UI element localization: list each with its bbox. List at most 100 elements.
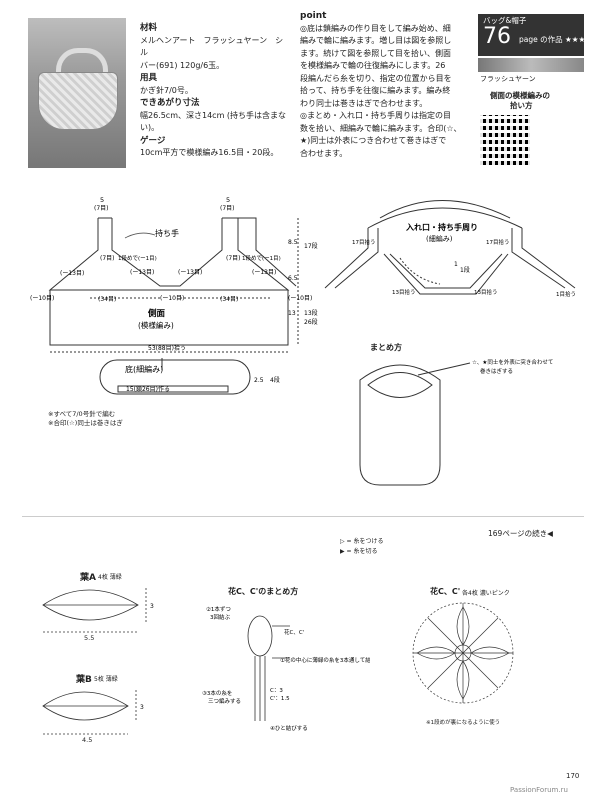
yarn-label: フラッシュヤーン [480,75,536,83]
dec-1-label: 1段めで(ー1目) [118,254,157,262]
assembly-note: C'：1.5 [270,696,290,702]
leaf-a-height: 3 [150,603,154,610]
assembly-note: 三つ編みする [208,697,241,705]
leaf-b-width: 4.5 [82,736,93,744]
bottom-height-label: 2.5 [254,377,264,384]
assembly-note: ④ひと結びする [270,724,308,732]
pick-1-label: 1目拾う [556,290,576,298]
assembly-note: ①花の中心に薄緑の糸を3本通して結ぶ [280,656,370,664]
category-label: バッグ&帽子 [483,16,527,25]
tools-heading: 用具 [140,73,158,83]
page-number: 170 [566,772,580,780]
leaf-b-diagram: 3 [42,690,144,735]
point-line: 合わせます。 [300,148,348,158]
materials-block: 材料 メルヘンアート フラッシュヤーン シル バー(691) 120g/6玉。 … [140,22,290,160]
work-number: 76 [483,24,511,49]
assembly-note: ③3本の糸を [202,689,232,697]
point-line: ◎まとめ・入れ口・持ち手周りは指定の目 [300,111,451,120]
point-line: 段編んだら糸を切り、指定の位置から目を [300,73,452,83]
note: ※すべて7/0号針で編む [48,410,116,418]
pick-13-label: 13目拾う [474,288,498,296]
edge-sub: (細編み) [426,234,453,243]
width-34-label: (34目) [98,296,116,303]
width-5-right: 5 [226,196,230,204]
bag-pattern-diagram: 持ち手 5 (7目) 5 (7目) (7目) (7目) 1段めで(ー1目) 1段… [30,196,318,395]
point-line: 編みで輪に編みます。増し目は図を参照し [300,36,452,45]
assembly-title: 花C、C'のまとめ方 [228,587,299,596]
point-title: point [300,11,327,21]
assembly-note: ②1本ずつ [206,605,231,613]
side-label: 側面 [147,308,166,319]
point-line: わり同士は巻きはぎで合わせます。 [300,98,428,108]
note: ※合印(☆)同士は巻きはぎ [48,419,123,427]
point-line: ます。続けて図を参照して目を拾い、側面 [300,48,451,58]
flower-c-diagram [412,602,514,704]
height-65-label: 6.5 [288,275,298,282]
size-line: 幅26.5cm、深さ14cm (持ち手は含まな [140,110,287,120]
point-line: 拾って、持ち手を往復に編みます。編み終 [300,86,451,95]
pick-17-label: 17目拾う [486,238,510,246]
height-13-label: 13 [288,310,296,317]
leaf-a-diagram: 3 [42,588,154,633]
dec-13-label: (ー13目) [252,269,276,276]
material-line: メルヘンアート フラッシュヤーン シル [140,35,284,58]
edge-title: 入れ口・持ち手周り [405,222,478,232]
height-26-label: 26段 [304,318,318,326]
point-line: を模様編みで輪の往復編みにします。26 [300,61,446,70]
width-7-right: (7目) [220,205,235,212]
dec-13-label: (ー13目) [130,269,154,276]
material-line: バー(691) 120g/6玉。 [140,60,225,70]
section-divider [22,516,584,517]
material-heading: 材料 [140,23,158,33]
yarn-swatch [478,58,584,72]
edge-diagram: 入れ口・持ち手周り (細編み) 17目拾う 17目拾う 13目拾う 13目拾う … [324,200,576,298]
leaf-b-title: 葉B [76,675,92,685]
bottom-rows-label: 4段 [270,376,280,384]
assembly-note: C：3 [270,688,283,694]
width-7-left: (7目) [94,205,109,212]
point-block: point ◎底は鎖編みの作り目をして編み始め、細 編みで輪に編みます。増し目は… [300,10,470,160]
qr-caption: 拾い方 [510,101,533,110]
handle-label: 持ち手 [155,228,179,238]
height-17-label: 17段 [304,242,318,250]
leaf-a-title: 葉A [80,573,96,583]
qr-code-pattern [480,115,530,165]
dec-10-label: (ー10目) [30,295,54,302]
pick-17-label: 17目拾う [352,238,376,246]
page-suffix: page の作品 ★★★ [519,35,586,44]
product-photo [28,18,126,168]
edge-one: 1 [454,261,458,268]
leaf-b-count: 5枚 薄緑 [94,676,118,683]
work-number-box [478,14,584,56]
dec-10-label: (ー10目) [288,295,312,302]
assembly-note: 花C、C' [284,628,304,636]
qr-caption: 側面の模様編みの [490,91,550,100]
width-34-label: (34目) [220,296,238,303]
point-line: ◎底は鎖編みの作り目をして編み始め、細 [300,23,451,33]
tools-line: かぎ針7/0号。 [140,85,193,95]
height-85-label: 8.5 [288,239,298,246]
finishing-diagram: ☆、★同士を外表に突き合わせて 巻きはぎする [359,358,553,486]
legend-cut: ▶ = 糸を切る [340,548,378,555]
assembly-diagram: ②1本ずつ 3回結ぶ 花C、C' ①花の中心に薄緑の糸を3本通して結ぶ ③3本の… [202,605,370,732]
rows-7-label: (7目) [226,255,241,262]
bottom-base-label: 15(鎖26目)作る [126,385,170,393]
bottom-label: 底(細編み) [125,364,163,374]
width-5-left: 5 [100,196,104,204]
dec-10-label: (ー10目) [160,295,184,302]
gauge-line: 10cm平方で模様編み16.5目・20段。 [140,148,279,157]
gauge-heading: ゲージ [140,135,166,146]
edge-row-1: 1段 [460,266,470,274]
dec-13-label: (ー13目) [178,269,202,276]
point-line: ★)同士は外表につき合わせて巻きはぎで [300,136,447,145]
point-line: 数を拾い、細編みで輪に編みます。合印(☆、 [300,123,462,133]
size-line: い)。 [140,123,160,132]
bag-handle-graphic [56,48,108,87]
side-sub-label: (模様編み) [138,320,174,330]
width-53-label: 53(88目)拾う [148,344,186,352]
legend-attach: ▷ = 糸をつける [340,538,384,545]
dec-13-label: (ー13目) [60,270,84,277]
flower-c-title: 花C、C' [430,587,461,596]
finishing-note: 巻きはぎする [480,367,513,375]
height-13-rows-label: 13段 [304,309,318,317]
